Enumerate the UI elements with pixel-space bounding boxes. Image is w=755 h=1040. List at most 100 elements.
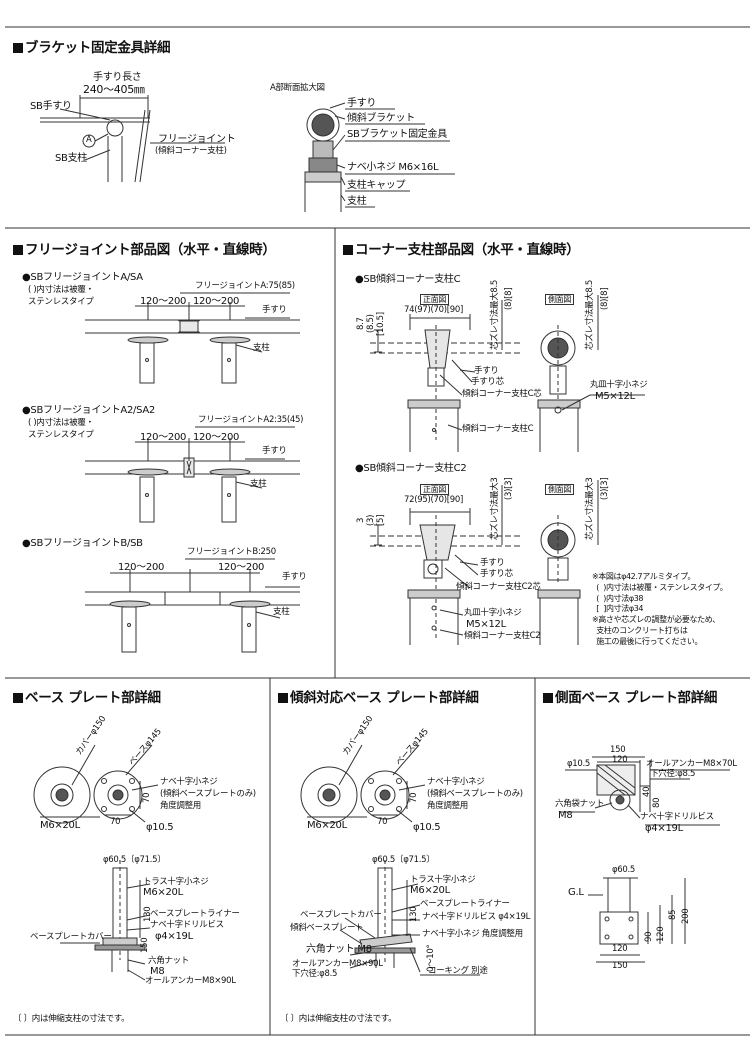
base-liner: ベースプレートライナー bbox=[150, 909, 240, 919]
tilt-d70b: 70 bbox=[377, 817, 388, 827]
side-d120: 120 bbox=[612, 755, 628, 765]
base-nut2: M8 bbox=[150, 966, 165, 977]
side-phi105: φ10.5 bbox=[567, 759, 591, 769]
joint-a2-handrail: 手すり bbox=[262, 446, 287, 456]
handrail-length-value: 240～405㎜ bbox=[83, 83, 145, 96]
corner-c-h2: (8.5) bbox=[366, 314, 376, 333]
detail-fixture: SBブラケット固定金具 bbox=[347, 129, 447, 140]
corner-c-v1: 芯ズレ寸法最大8.5 bbox=[490, 279, 500, 350]
detail-bracket: 傾斜ブラケット bbox=[347, 113, 415, 124]
side-d200: 200 bbox=[681, 908, 691, 924]
detail-cap: 支柱キャップ bbox=[347, 180, 406, 191]
side-d150: 150 bbox=[610, 745, 626, 755]
base-m6: M6×20L bbox=[40, 820, 80, 831]
detail-a-title: A部断面拡大図 bbox=[270, 83, 325, 93]
joint-a-note2: ステンレスタイプ bbox=[28, 297, 94, 307]
corner-c-side-v2: (8)[8] bbox=[600, 287, 610, 310]
corner-c2-front-tag: 正面図 bbox=[420, 484, 450, 496]
square-bullet-icon bbox=[13, 245, 23, 255]
corner-c-dim-top: 74(97)(70)[90] bbox=[404, 305, 463, 315]
section-title-bracket: ブラケット固定金具詳細 bbox=[13, 36, 171, 56]
corner-c2-post: 傾斜コーナー支柱C2 bbox=[464, 631, 541, 641]
joint-a-post: 支柱 bbox=[253, 343, 270, 353]
tilt-cover-label: ベースプレートカバー bbox=[300, 910, 382, 920]
base-d70a: 70 bbox=[142, 792, 152, 803]
section-title-free-joint: フリージョイント部品図（水平・直線時） bbox=[13, 238, 276, 258]
corner-c2-h3: [5] bbox=[376, 514, 386, 526]
marker-a: A bbox=[86, 135, 92, 145]
side-nut: 六角袋ナット bbox=[555, 799, 605, 809]
tilt-angle: ナベ十字小ネジ 角度調整用 bbox=[422, 929, 523, 939]
tilt-hole: 下穴径:φ8.5 bbox=[292, 969, 338, 979]
joint-b-title: ●SBフリージョイントB/SB bbox=[22, 538, 143, 549]
joint-a-dim: フリージョイントA:75(85) bbox=[195, 281, 295, 291]
corner-c2-h1: 3 bbox=[356, 517, 366, 523]
tilt-caulk: コーキング 別途 bbox=[428, 966, 488, 976]
tilt-m6: M6×20L bbox=[307, 820, 347, 831]
side-d85: 85 bbox=[668, 909, 678, 920]
corner-c2-screw2: M5×12L bbox=[466, 619, 506, 630]
corner-c-h1: 8.7 bbox=[356, 317, 366, 330]
detail-handrail: 手すり bbox=[347, 98, 377, 109]
tilt-footnote: 〔 〕内は伸縮支柱の寸法です。 bbox=[280, 1014, 397, 1024]
joint-b-span2: 120～200 bbox=[218, 562, 265, 573]
side-drill: ナベ十字ドリルビス bbox=[640, 812, 714, 822]
corner-c2-screw: 丸皿十字小ネジ bbox=[464, 608, 522, 618]
base-pipe: φ60.5〔φ71.5〕 bbox=[103, 855, 166, 865]
joint-b-dim: フリージョイントB:250 bbox=[187, 547, 276, 557]
side-nut2: M8 bbox=[558, 810, 573, 821]
corner-c2-v2: (3)[3] bbox=[504, 477, 514, 500]
square-bullet-icon bbox=[343, 245, 353, 255]
base-nut: 六角ナット bbox=[148, 956, 190, 966]
joint-b-post: 支柱 bbox=[273, 607, 290, 617]
base-nabe1: ナベ十字小ネジ bbox=[160, 777, 218, 787]
side-d120c: 120 bbox=[612, 944, 628, 954]
tilt-liner: ベースプレートライナー bbox=[420, 899, 510, 909]
joint-a-note1: ( )内寸法は被覆・ bbox=[28, 285, 94, 295]
corner-c-screw: 丸皿十字小ネジ bbox=[590, 380, 648, 390]
tilt-d70a: 70 bbox=[409, 792, 419, 803]
corner-c2-handrail: 手すり bbox=[480, 558, 505, 568]
tilt-nabe1: ナベ十字小ネジ bbox=[427, 777, 485, 787]
base-d70b: 70 bbox=[110, 817, 121, 827]
corner-c-screw2: M5×12L bbox=[595, 391, 635, 402]
corner-c-handrail: 手すり bbox=[474, 366, 499, 376]
corner-c-core2: 傾斜コーナー支柱C芯 bbox=[462, 389, 542, 399]
section-title-corner-post: コーナー支柱部品図（水平・直線時） bbox=[343, 238, 580, 258]
corner-c-title: ●SB傾斜コーナー支柱C bbox=[355, 274, 461, 285]
joint-a2-dim: フリージョイントA2:35(45) bbox=[198, 415, 304, 425]
corner-c-post: 傾斜コーナー支柱C bbox=[462, 424, 534, 434]
corner-c2-side-v2: (3)[3] bbox=[600, 477, 610, 500]
free-joint-label: フリージョイント bbox=[158, 134, 236, 145]
square-bullet-icon bbox=[543, 693, 553, 703]
sb-post-label: SB支柱 bbox=[55, 153, 88, 164]
detail-screw: ナベ小ネジ M6×16L bbox=[347, 162, 439, 173]
corner-c2-side-tag: 側面図 bbox=[545, 484, 575, 496]
joint-a-span2: 120～200 bbox=[193, 296, 240, 307]
joint-a2-post: 支柱 bbox=[250, 479, 267, 489]
section-title-side-base-plate: 側面ベース プレート部詳細 bbox=[543, 686, 717, 706]
base-drill: ナベ十字ドリルビス bbox=[150, 920, 224, 930]
joint-b-span1: 120～200 bbox=[118, 562, 165, 573]
corner-c2-core2: 傾斜コーナー支柱C2芯 bbox=[456, 582, 541, 592]
handrail-length-label: 手すり長さ bbox=[93, 72, 142, 83]
joint-a2-note2: ステンレスタイプ bbox=[28, 430, 94, 440]
joint-a-title: ●SBフリージョイントA/SA bbox=[22, 272, 143, 283]
base-truss: トラス十字小ネジ bbox=[143, 877, 209, 887]
base-phi105: φ10.5 bbox=[146, 822, 174, 833]
tilt-plate-label: 傾斜ベースプレート bbox=[290, 923, 364, 933]
tilt-d130: 130 bbox=[409, 906, 419, 922]
square-bullet-icon bbox=[13, 43, 23, 53]
base-cover-label: ベースプレートカバー bbox=[30, 932, 112, 942]
side-drill2: φ4×19L bbox=[645, 823, 683, 834]
tilt-nabe2: (傾斜ベースプレートのみ) bbox=[427, 789, 523, 799]
joint-a-handrail: 手すり bbox=[262, 305, 287, 315]
base-footnote: 〔 〕内は伸縮支柱の寸法です。 bbox=[13, 1014, 130, 1024]
joint-a2-title: ●SBフリージョイントA2/SA2 bbox=[22, 405, 155, 416]
side-d80: 80 bbox=[652, 797, 662, 808]
side-pipe: φ60.5 bbox=[612, 865, 636, 875]
base-drill2: φ4×19L bbox=[155, 931, 193, 942]
corner-c-side-tag: 側面図 bbox=[545, 294, 575, 306]
corner-c-front-tag: 正面図 bbox=[420, 294, 450, 306]
section-title-base-plate: ベース プレート部詳細 bbox=[13, 686, 161, 706]
